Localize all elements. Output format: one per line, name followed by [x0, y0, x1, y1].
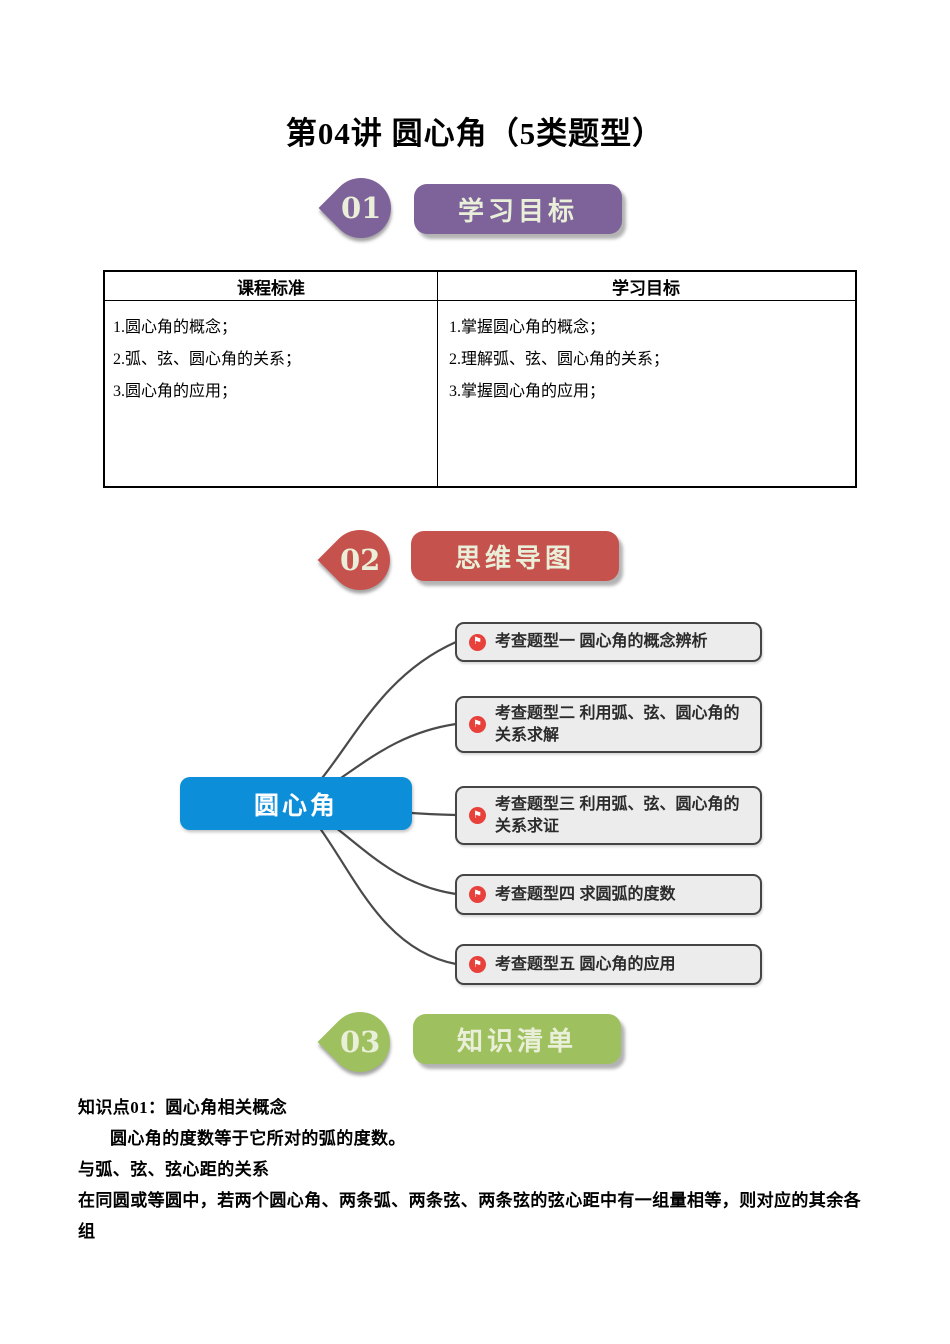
mindmap-root-label: 圆心角 — [253, 791, 338, 820]
list-item: 1.圆心角的概念； — [113, 319, 238, 336]
mindmap-node-type4: ⚑ 考查题型四 求圆弧的度数 — [455, 874, 762, 915]
mindmap-node-type1: ⚑ 考查题型一 圆心角的概念辨析 — [455, 622, 762, 662]
mindmap-node-type5: ⚑ 考查题型五 圆心角的应用 — [455, 944, 762, 985]
flag-icon: ⚑ — [469, 716, 486, 733]
flag-icon: ⚑ — [469, 633, 486, 651]
section-01-number: 01 — [340, 190, 382, 225]
list-item: 3.掌握圆心角的应用； — [449, 383, 606, 400]
section-01-label: 学习目标 — [457, 195, 578, 226]
goals-list: 1.掌握圆心角的概念； 2.理解弧、弦、圆心角的关系； 3.掌握圆心角的应用； — [449, 312, 849, 408]
mindmap-node-label: 考查题型五 圆心角的应用 — [495, 955, 676, 973]
flag-icon: ⚑ — [469, 886, 486, 903]
mindmap-node-label: 考查题型一 圆心角的概念辨析 — [495, 633, 708, 651]
section-02-label: 思维导图 — [454, 542, 575, 573]
flag-icon: ⚑ — [469, 807, 486, 824]
section-03-number: 03 — [339, 1024, 381, 1059]
mindmap-node-type3: ⚑ 考查题型三 利用弧、弦、圆心角的关系求证 — [455, 786, 762, 845]
section-02-number-badge: 02 — [317, 517, 403, 603]
section-01-title-pill: 学习目标 — [414, 184, 622, 234]
knowledge-line-3: 在同圆或等圆中，若两个圆心角、两条弧、两条弦、两条弦的弦心距中有一组量相等，则对… — [78, 1191, 861, 1241]
knowledge-section: 知识点01：圆心角相关概念 圆心角的度数等于它所对的弧的度数。 与弧、弦、弦心距… — [78, 1092, 874, 1247]
mindmap-node-label: 考查题型三 利用弧、弦、圆心角的关系求证 — [495, 795, 740, 835]
section-02-title-pill: 思维导图 — [411, 531, 619, 581]
list-item: 2.弧、弦、圆心角的关系； — [113, 351, 302, 368]
standards-list: 1.圆心角的概念； 2.弧、弦、圆心角的关系； 3.圆心角的应用； — [113, 312, 429, 408]
mind-map: 圆心角 ⚑ 考查题型一 圆心角的概念辨析 ⚑ 考查题型二 利用弧、弦、圆心角的关… — [0, 600, 950, 1000]
knowledge-point-heading: 知识点01：圆心角相关概念 — [78, 1098, 288, 1117]
mindmap-root-node: 圆心角 — [180, 777, 412, 830]
section-02-number: 02 — [339, 542, 381, 577]
section-03-label: 知识清单 — [456, 1025, 577, 1056]
section-03-title-pill: 知识清单 — [413, 1014, 621, 1064]
list-item: 1.掌握圆心角的概念； — [449, 319, 606, 336]
table-column-divider — [437, 272, 438, 486]
list-item: 3.圆心角的应用； — [113, 383, 238, 400]
page-title: 第04讲 圆心角（5类题型） — [285, 116, 665, 151]
mindmap-node-label: 考查题型二 利用弧、弦、圆心角的关系求解 — [495, 704, 740, 744]
flag-icon: ⚑ — [469, 956, 486, 973]
knowledge-line-1: 圆心角的度数等于它所对的弧的度数。 — [110, 1129, 406, 1148]
table-header-standards: 课程标准 — [237, 278, 305, 298]
section-03-number-badge: 03 — [317, 999, 403, 1085]
table-header-divider — [105, 300, 855, 301]
section-01-number-badge: 01 — [318, 165, 404, 251]
list-item: 2.理解弧、弦、圆心角的关系； — [449, 351, 670, 368]
table-header-goals: 学习目标 — [612, 278, 680, 298]
mindmap-node-type2: ⚑ 考查题型二 利用弧、弦、圆心角的关系求解 — [455, 696, 762, 753]
mindmap-node-label: 考查题型四 求圆弧的度数 — [495, 885, 676, 903]
goals-table: 课程标准 学习目标 1.圆心角的概念； 2.弧、弦、圆心角的关系； 3.圆心角的… — [103, 270, 857, 488]
knowledge-line-2: 与弧、弦、弦心距的关系 — [78, 1160, 270, 1179]
